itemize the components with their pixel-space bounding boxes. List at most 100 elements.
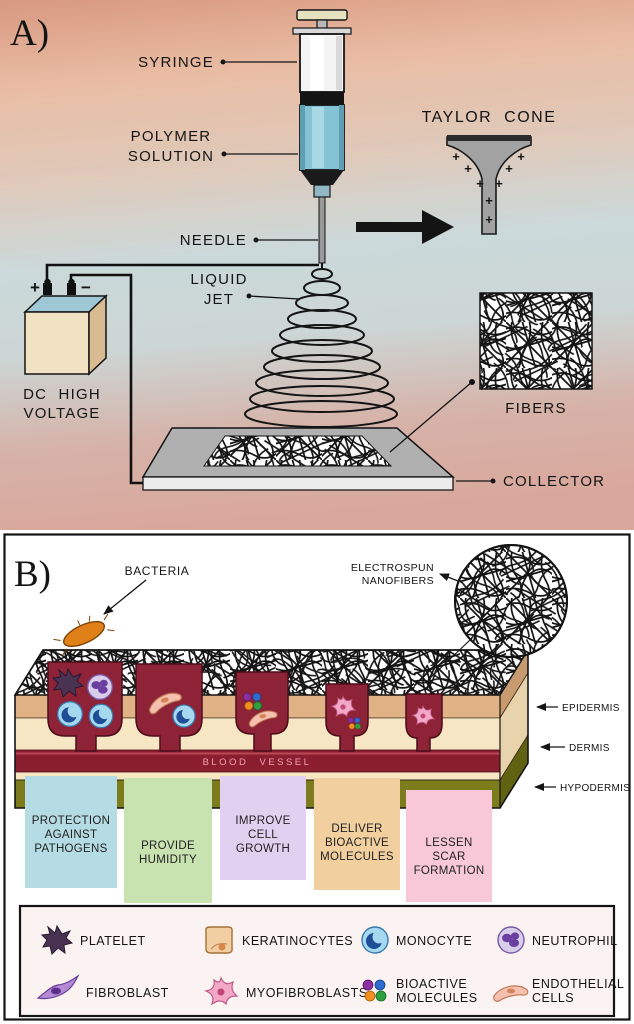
endothelial-cells-label-line1: ENDOTHELIAL <box>532 977 624 991</box>
platelet-label: PLATELET <box>80 934 146 948</box>
skin-layer-labels: EPIDERMIS DERMIS HYPODERMIS <box>534 703 630 794</box>
epidermis-label: EPIDERMIS <box>562 703 620 714</box>
power-supply-front <box>24 311 90 375</box>
process-arrow <box>356 210 454 244</box>
power-supply-side <box>88 294 107 376</box>
needle-electrode-wire <box>45 263 319 284</box>
function-box-3-line2: CELL <box>248 829 278 841</box>
function-box-humidity: PROVIDE HUMIDITY <box>124 778 212 903</box>
polymer-solution-label-line2: SOLUTION <box>128 148 214 165</box>
dermis-label: DERMIS <box>569 743 610 754</box>
collector-front-edge <box>142 476 454 491</box>
barrel-taper <box>300 170 344 185</box>
taylor-cone: TAYLOR CONE + + + + + + + + <box>422 109 555 235</box>
wound-site-3 <box>235 671 289 752</box>
charge-plus: + <box>505 161 513 176</box>
fibers-label: FIBERS <box>505 400 566 417</box>
wound-dressing-diagram: B) BLOOD VESSEL <box>3 533 631 1021</box>
bacteria-arrow <box>103 579 147 615</box>
function-box-2 <box>124 778 212 903</box>
plunger-seal <box>300 92 344 105</box>
bacterium <box>53 613 115 656</box>
function-box-5-line1: LESSEN <box>425 837 472 849</box>
function-box-3-line1: IMPROVE <box>235 815 290 827</box>
bacteria-callout: BACTERIA <box>103 564 190 615</box>
function-box-5-line2: SCAR <box>432 851 465 863</box>
blood-vessel: BLOOD VESSEL <box>14 749 501 773</box>
keratinocytes-icon <box>205 926 233 954</box>
charge-plus: + <box>476 176 484 191</box>
needle-shaft <box>318 196 326 264</box>
needle-label: NEEDLE <box>180 232 247 249</box>
monocyte-cell <box>88 703 114 729</box>
blood-vessel-label: BLOOD VESSEL <box>203 757 312 768</box>
keratinocytes-label: KERATINOCYTES <box>242 934 353 948</box>
hypodermis-label: HYPODERMIS <box>560 783 630 794</box>
needle-hub <box>313 184 331 198</box>
function-box-4-line2: BIOACTIVE <box>325 837 389 849</box>
collector-label: COLLECTOR <box>503 473 605 490</box>
monocyte-cell <box>56 700 84 728</box>
function-box-1-line2: AGAINST <box>45 829 98 841</box>
collector-plate <box>141 427 455 491</box>
liquid-jet-callout-line <box>248 295 300 300</box>
function-box-1-line1: PROTECTION <box>32 815 110 827</box>
panel-b-letter: B) <box>14 554 51 595</box>
function-box-4 <box>314 778 400 890</box>
function-box-5 <box>406 790 492 902</box>
charge-plus: + <box>495 176 503 191</box>
inset-connector-line <box>427 639 471 681</box>
function-box-4-line3: MOLECULES <box>320 851 394 863</box>
wound-site-4 <box>325 683 369 752</box>
function-box-1-line3: PATHOGENS <box>34 843 107 855</box>
minus-terminal-post <box>67 283 76 295</box>
neutrophil-icon <box>497 926 525 954</box>
plus-terminal-cap <box>44 278 51 286</box>
minus-terminal-cap <box>68 278 75 286</box>
monocyte-cell <box>172 704 196 728</box>
skin-block-outline <box>14 649 529 809</box>
fibers-sample: FIBERS <box>389 292 593 453</box>
arrow-shaft <box>356 222 422 232</box>
taylor-cone-shape <box>446 136 532 235</box>
charge-symbols: + + + + + + + + <box>452 149 525 227</box>
bioactive-molecules-label-line2: MOLECULES <box>396 991 478 1005</box>
barrel-highlight <box>310 36 324 90</box>
charge-plus: + <box>485 212 493 227</box>
minus-terminal-label: − <box>81 278 91 297</box>
electrospun-nanofibers-label-line2: NANOFIBERS <box>362 575 434 587</box>
monocyte-icon <box>361 926 389 954</box>
bacteria-label: BACTERIA <box>125 564 190 578</box>
function-box-scar: LESSEN SCAR FORMATION <box>406 790 492 902</box>
legend-border <box>18 904 616 1018</box>
panel-a-letter: A) <box>10 13 49 54</box>
charge-plus: + <box>485 193 493 208</box>
function-box-5-line3: FORMATION <box>414 865 485 877</box>
legend: PLATELET KERATINOCYTES MONOCYTE NEUTROPH… <box>18 904 624 1018</box>
function-box-3-line3: GROWTH <box>236 843 290 855</box>
dc-high-voltage-label-line1: DC HIGH <box>23 386 101 403</box>
neutrophil-cell <box>86 673 114 701</box>
solution-highlight <box>312 107 324 168</box>
collector-fiber-mat <box>203 435 393 467</box>
plunger-cap <box>296 9 348 21</box>
endothelial-cells-label-line2: CELLS <box>532 991 574 1005</box>
electrospun-nanofibers-label-line1: ELECTROSPUN <box>351 562 434 574</box>
electrospinning-diagram: A) + − DC HIGH VOLTAGE <box>0 0 634 530</box>
monocyte-label: MONOCYTE <box>396 934 472 948</box>
polymer-solution-label-line1: POLYMER <box>131 128 212 145</box>
nanofiber-inset-overlay <box>455 545 567 657</box>
wound-site-2 <box>135 663 203 752</box>
fibers-callout-line <box>389 381 473 453</box>
collector-electrode-wire <box>69 273 143 485</box>
function-box-3 <box>220 776 306 880</box>
plus-terminal-post <box>43 283 52 295</box>
dc-power-supply: + − DC HIGH VOLTAGE <box>23 278 108 422</box>
liquid-jet-label-line1: LIQUID <box>190 271 247 288</box>
panel-a-callouts: SYRINGE POLYMER SOLUTION NEEDLE LIQUID J… <box>128 54 318 308</box>
function-box-protection: PROTECTION AGAINST PATHOGENS <box>25 776 117 888</box>
function-box-bioactive: DELIVER BIOACTIVE MOLECULES <box>314 778 400 890</box>
neutrophil-label: NEUTROPHIL <box>532 934 618 948</box>
charge-plus: + <box>517 149 525 164</box>
syringe-label: SYRINGE <box>138 54 214 71</box>
